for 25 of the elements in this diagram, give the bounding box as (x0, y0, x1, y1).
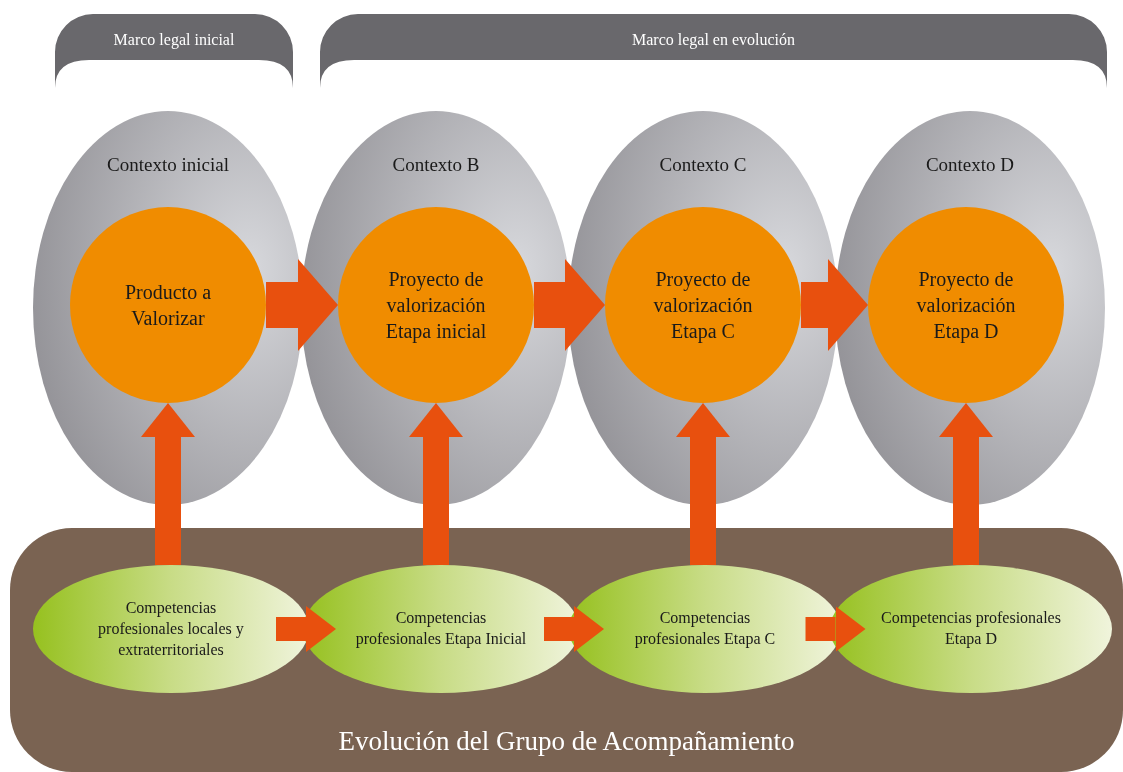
arrow (141, 403, 195, 565)
arrow (266, 259, 338, 351)
arrow (939, 403, 993, 565)
context-label: Contexto B (391, 153, 481, 177)
panel-title: Evolución del Grupo de Acompañamiento (337, 725, 796, 758)
arrow (544, 606, 604, 652)
arrow (534, 259, 605, 351)
band-label: Marco legal en evolución (630, 30, 796, 51)
competence-label: Competencias profesionales Etapa D (880, 608, 1062, 650)
project-label: Proyecto de valorización Etapa C (652, 267, 754, 344)
project-label: Proyecto de valorización Etapa D (915, 267, 1017, 344)
competence-label: Competencias profesionales locales y extraterritoriales (97, 597, 245, 660)
context-label: Contexto D (924, 153, 1016, 177)
competence-label: Competencias profesionales Etapa Inicial (354, 608, 528, 650)
context-label: Contexto inicial (106, 153, 230, 177)
project-label: Proyecto de valorización Etapa inicial (384, 267, 488, 344)
arrow (409, 403, 463, 565)
project-label: Producto a Valorizar (123, 280, 213, 331)
arrow (676, 403, 730, 565)
competence-label: Competencias profesionales Etapa C (633, 608, 777, 650)
arrow (805, 606, 866, 652)
arrow (276, 606, 336, 652)
band-label: Marco legal inicial (112, 30, 236, 51)
context-label: Contexto C (658, 153, 748, 177)
arrow (801, 259, 868, 351)
